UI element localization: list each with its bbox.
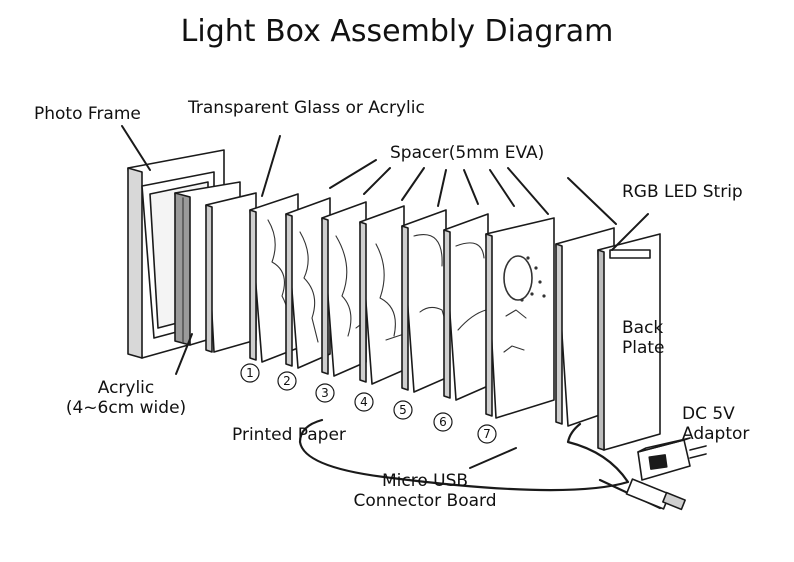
label-photo-frame: Photo Frame [34, 104, 141, 124]
label-micro-usb-line1: Micro USB [381, 471, 469, 491]
leader-lines [121, 125, 649, 469]
paper-layer-4 [359, 205, 405, 385]
label-dc-adaptor-line2: Adaptor [682, 424, 750, 445]
label-micro-usb: Micro USB Connector Board [346, 471, 504, 512]
layer-number-3: 3 [321, 386, 329, 400]
paper-layer-2 [285, 197, 331, 369]
label-printed-paper: Printed Paper [232, 425, 346, 445]
paper-layer-3 [321, 201, 377, 377]
label-back-plate-line1: Back [622, 318, 664, 338]
layer-number-6: 6 [439, 415, 447, 429]
paper-layer-5 [401, 209, 449, 393]
glass-sheet [205, 192, 257, 353]
label-acrylic: Acrylic (4~6cm wide) [56, 378, 196, 419]
layer-number-circles [240, 363, 497, 444]
paper-layer-6 [443, 213, 489, 401]
label-dc-adaptor: DC 5V Adaptor [682, 404, 749, 445]
dc-adaptor [637, 437, 707, 481]
label-micro-usb-line2: Connector Board [353, 491, 497, 512]
usb-cable [298, 418, 630, 492]
page-title: Light Box Assembly Diagram [180, 14, 614, 49]
layer-number-4: 4 [360, 395, 368, 409]
layer-number-1: 1 [246, 366, 254, 380]
layer-number-7: 7 [483, 427, 491, 441]
usb-plug [625, 478, 686, 511]
label-back-plate: Back Plate [622, 318, 665, 359]
label-glass: Transparent Glass or Acrylic [188, 98, 425, 118]
label-dc-adaptor-line1: DC 5V [682, 404, 735, 424]
back-plate [597, 233, 661, 451]
layer-number-5: 5 [399, 403, 407, 417]
paper-layer-7 [485, 217, 555, 419]
label-rgb-led-strip: RGB LED Strip [622, 182, 743, 202]
label-spacer: Spacer(5mm EVA) [390, 143, 545, 163]
label-acrylic-line2: (4~6cm wide) [65, 398, 187, 419]
label-acrylic-line1: Acrylic [97, 378, 155, 398]
layer-number-2: 2 [283, 374, 291, 388]
label-back-plate-line2: Plate [622, 338, 665, 359]
